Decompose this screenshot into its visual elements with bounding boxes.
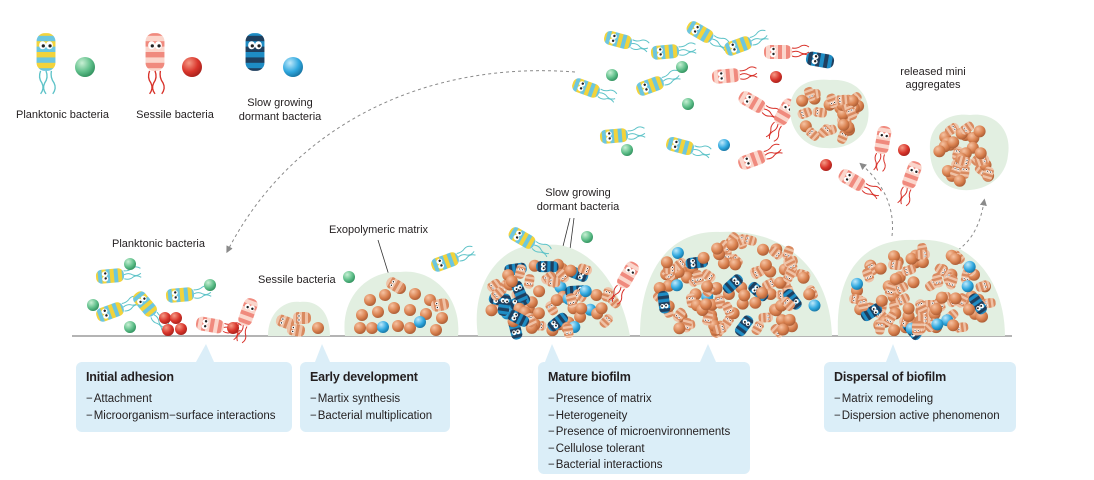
stage-list: Presence of matrix Heterogeneity Presenc… bbox=[548, 391, 740, 474]
dispersal-arrow-left bbox=[859, 162, 894, 237]
stage-list-item: Cellulose tolerant bbox=[548, 441, 740, 458]
legend-dormant-ball-icon bbox=[283, 57, 303, 77]
stage-card-initial-adhesion: Initial adhesion Attachment Microorganis… bbox=[76, 362, 292, 432]
label-planktonic-bacteria: Planktonic bacteria bbox=[112, 238, 205, 250]
stage-list-item: Bacterial interactions bbox=[548, 457, 740, 474]
legend-planktonic-bacterium-icon bbox=[35, 32, 57, 95]
stage1-bacteria bbox=[87, 258, 355, 345]
stage-list-item: Presence of microenvironnements bbox=[548, 424, 740, 441]
stage-list-item: Matrix remodeling bbox=[834, 391, 1006, 408]
stage-title: Initial adhesion bbox=[86, 370, 174, 384]
released-bacteria-cloud bbox=[569, 18, 924, 208]
legend-label-sessile: Sessile bacteria bbox=[136, 109, 214, 121]
released-aggregate-2-cells bbox=[933, 120, 995, 187]
released-aggregate-1-cells bbox=[796, 85, 865, 146]
stage-card-mature-biofilm: Mature biofilm Presence of matrix Hetero… bbox=[538, 362, 750, 474]
stage-title: Early development bbox=[310, 370, 418, 384]
stage-list-item: Microorganism−surface interactions bbox=[86, 408, 282, 425]
stage-list-item: Dispersion active phenomenon bbox=[834, 408, 1006, 425]
stage-card-dispersal: Dispersal of biofilm Matrix remodeling D… bbox=[824, 362, 1016, 432]
stage-list: Matrix remodeling Dispersion active phen… bbox=[834, 391, 1006, 424]
recolonization-arrow bbox=[226, 70, 576, 254]
label-exopolymeric-matrix: Exopolymeric matrix bbox=[329, 224, 429, 236]
legend-dormant-bacterium-icon bbox=[245, 33, 265, 71]
stage-list-item: Martix synthesis bbox=[310, 391, 440, 408]
stage-list-item: Attachment bbox=[86, 391, 282, 408]
stage3-cells bbox=[485, 230, 821, 341]
stage2-biofilm bbox=[268, 244, 478, 338]
dispersal-arrow-right bbox=[957, 198, 987, 251]
stage-list-item: Bacterial multiplication bbox=[310, 408, 440, 425]
stage-card-early-development: Early development Martix synthesis Bacte… bbox=[300, 362, 450, 432]
stage3-floating-bacteria bbox=[505, 224, 642, 306]
stage-list: Attachment Microorganism−surface interac… bbox=[86, 391, 282, 424]
stage4-cells bbox=[848, 242, 997, 343]
legend-label-planktonic: Planktonic bacteria bbox=[16, 109, 109, 121]
legend bbox=[35, 32, 303, 95]
stage-list-item: Presence of matrix bbox=[548, 391, 740, 408]
label-released-mini-aggregates: released mini aggregates bbox=[900, 66, 966, 91]
legend-label-dormant: Slow growing dormant bacteria bbox=[238, 97, 322, 123]
label-slow-growing: Slow growing dormant bacteria bbox=[536, 187, 620, 213]
legend-sessile-bacterium-icon bbox=[144, 32, 166, 95]
stage-list: Martix synthesis Bacterial multiplicatio… bbox=[310, 391, 440, 424]
stage-title: Dispersal of biofilm bbox=[834, 370, 946, 384]
stage-list-item: Heterogeneity bbox=[548, 408, 740, 425]
stage-title: Mature biofilm bbox=[548, 370, 631, 384]
label-sessile-bacteria: Sessile bacteria bbox=[258, 274, 336, 286]
legend-planktonic-ball-icon bbox=[75, 57, 95, 77]
legend-sessile-ball-icon bbox=[182, 57, 202, 77]
